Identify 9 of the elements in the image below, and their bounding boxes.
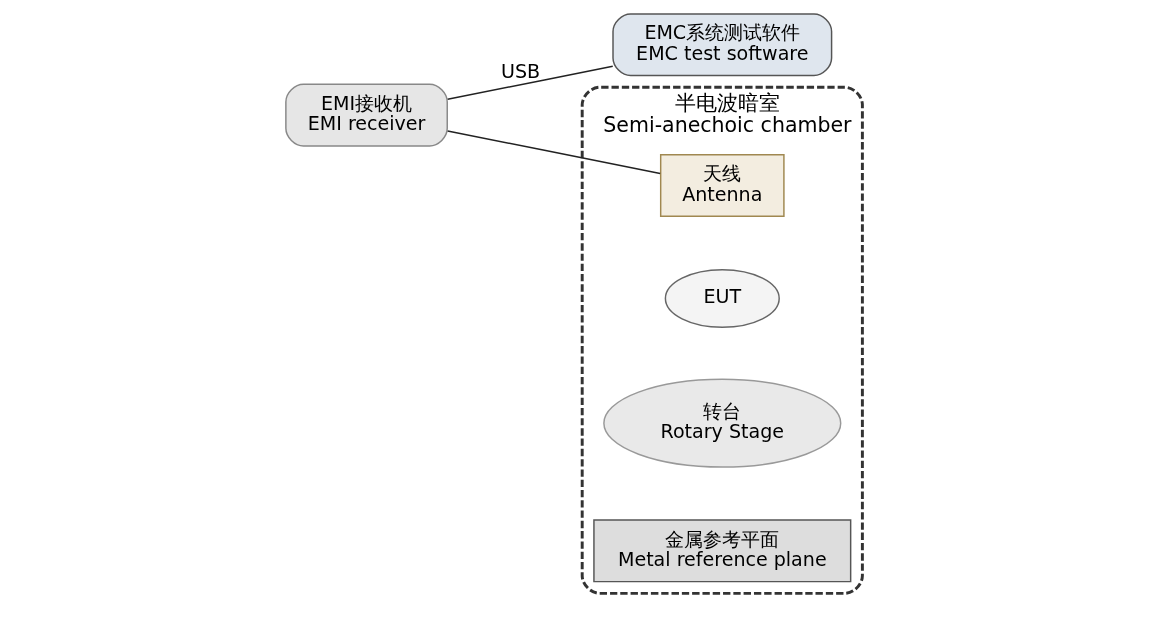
node-box: 金属参考平面 Metal reference plane	[592, 519, 851, 583]
node-box: EMC系统测试软件 EMC test software	[611, 13, 832, 77]
node-box: 天线 Antenna	[659, 154, 785, 218]
node-ellipse: EUT	[664, 269, 780, 328]
node-ellipse: 转台 Rotary Stage	[602, 378, 841, 468]
edge-label: USB	[500, 59, 540, 82]
connector	[446, 65, 613, 100]
connector	[446, 130, 661, 175]
node-box: EMI接收机 EMI receiver	[284, 83, 448, 147]
